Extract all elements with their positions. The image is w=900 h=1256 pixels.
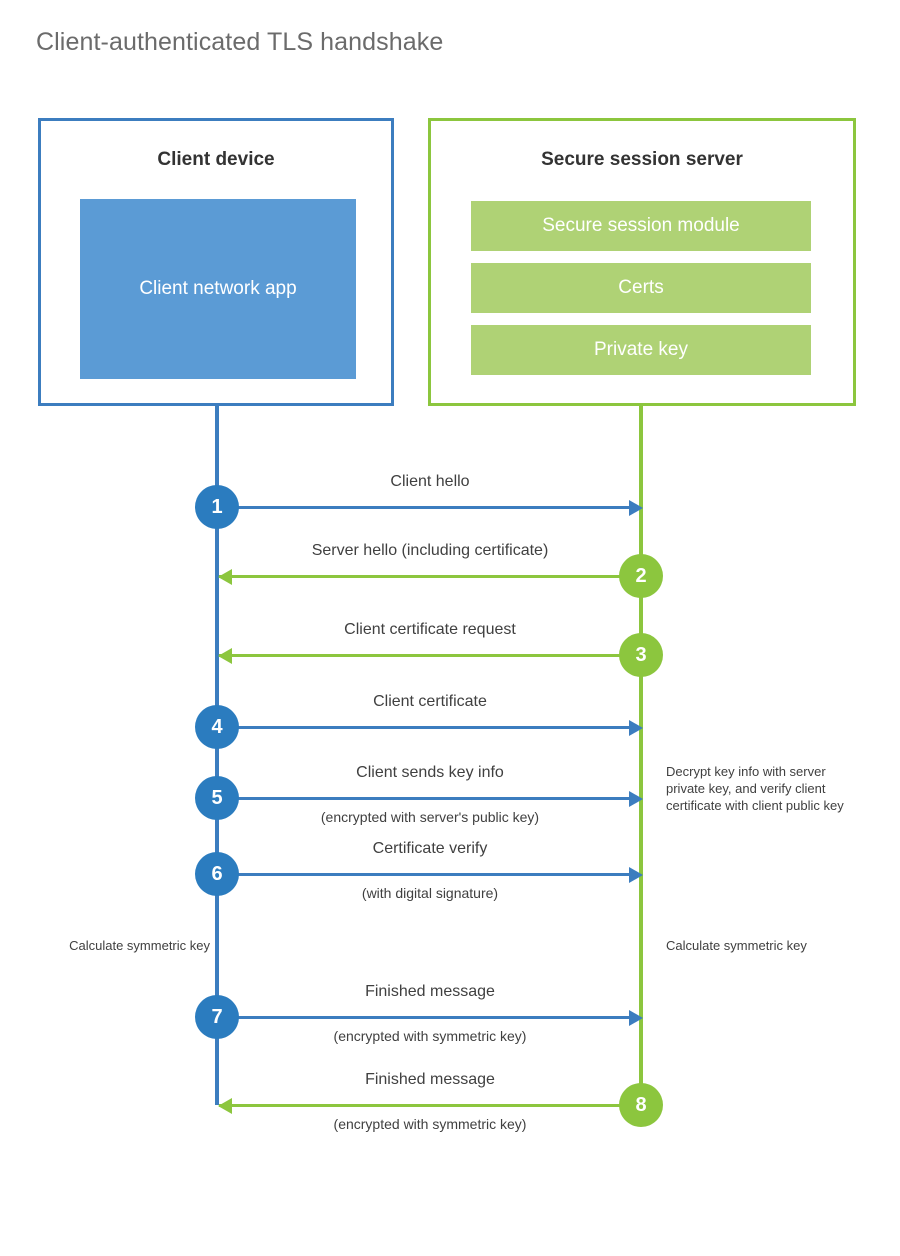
step-badge-3[interactable]: 3 [619,633,663,677]
step-badge-6[interactable]: 6 [195,852,239,896]
step-badge-8[interactable]: 8 [619,1083,663,1127]
arrow-line-to-client [219,654,639,657]
message-label: Client certificate request [344,621,516,638]
arrow-head-left-icon [218,648,232,664]
step-badge-7[interactable]: 7 [195,995,239,1039]
arrow-line-to-client [219,1104,639,1107]
message-label: Certificate verify [372,840,488,857]
client-network-app-block: Client network app [80,199,356,379]
arrow-head-right-icon [629,791,643,807]
message-label: Server hello (including certificate) [311,542,549,559]
step-badge-1[interactable]: 1 [195,485,239,529]
secure-session-server-box: Secure session server Secure session mod… [428,118,856,406]
server-component-private-key: Private key [471,325,811,375]
step-badge-5[interactable]: 5 [195,776,239,820]
arrow-line-to-server [217,726,637,729]
client-device-title: Client device [157,149,275,170]
server-component-secure-session-module: Secure session module [471,201,811,251]
arrow-head-right-icon [629,1010,643,1026]
arrow-head-right-icon [629,720,643,736]
arrow-line-to-server [217,1016,637,1019]
client-device-box: Client device Client network app [38,118,394,406]
message-label: Finished message [365,983,495,1000]
message-label: Client hello [390,473,470,490]
arrow-line-to-client [219,575,639,578]
client-lifeline [215,405,219,1105]
message-label: Client certificate [373,693,487,710]
message-sublabel: (encrypted with symmetric key) [333,1028,527,1044]
arrow-line-to-server [217,506,637,509]
arrow-head-right-icon [629,500,643,516]
arrow-line-to-server [217,873,637,876]
step-badge-4[interactable]: 4 [195,705,239,749]
message-label: Client sends key info [356,764,504,781]
message-label: Finished message [365,1071,495,1088]
server-component-certs: Certs [471,263,811,313]
server-lifeline [639,405,643,1105]
arrow-head-left-icon [218,569,232,585]
server-decrypt-annotation: Decrypt key info with server private key… [666,764,844,814]
client-calculate-symmetric-key-annotation: Calculate symmetric key [69,938,210,953]
page-title: Client-authenticated TLS handshake [36,28,444,56]
arrow-line-to-server [217,797,637,800]
server-calculate-symmetric-key-annotation: Calculate symmetric key [666,938,807,953]
step-badge-2[interactable]: 2 [619,554,663,598]
arrow-head-left-icon [218,1098,232,1114]
message-sublabel: (encrypted with server's public key) [320,809,540,825]
secure-session-server-title: Secure session server [541,149,743,170]
arrow-head-right-icon [629,867,643,883]
message-sublabel: (encrypted with symmetric key) [333,1116,527,1132]
message-sublabel: (with digital signature) [361,885,499,901]
